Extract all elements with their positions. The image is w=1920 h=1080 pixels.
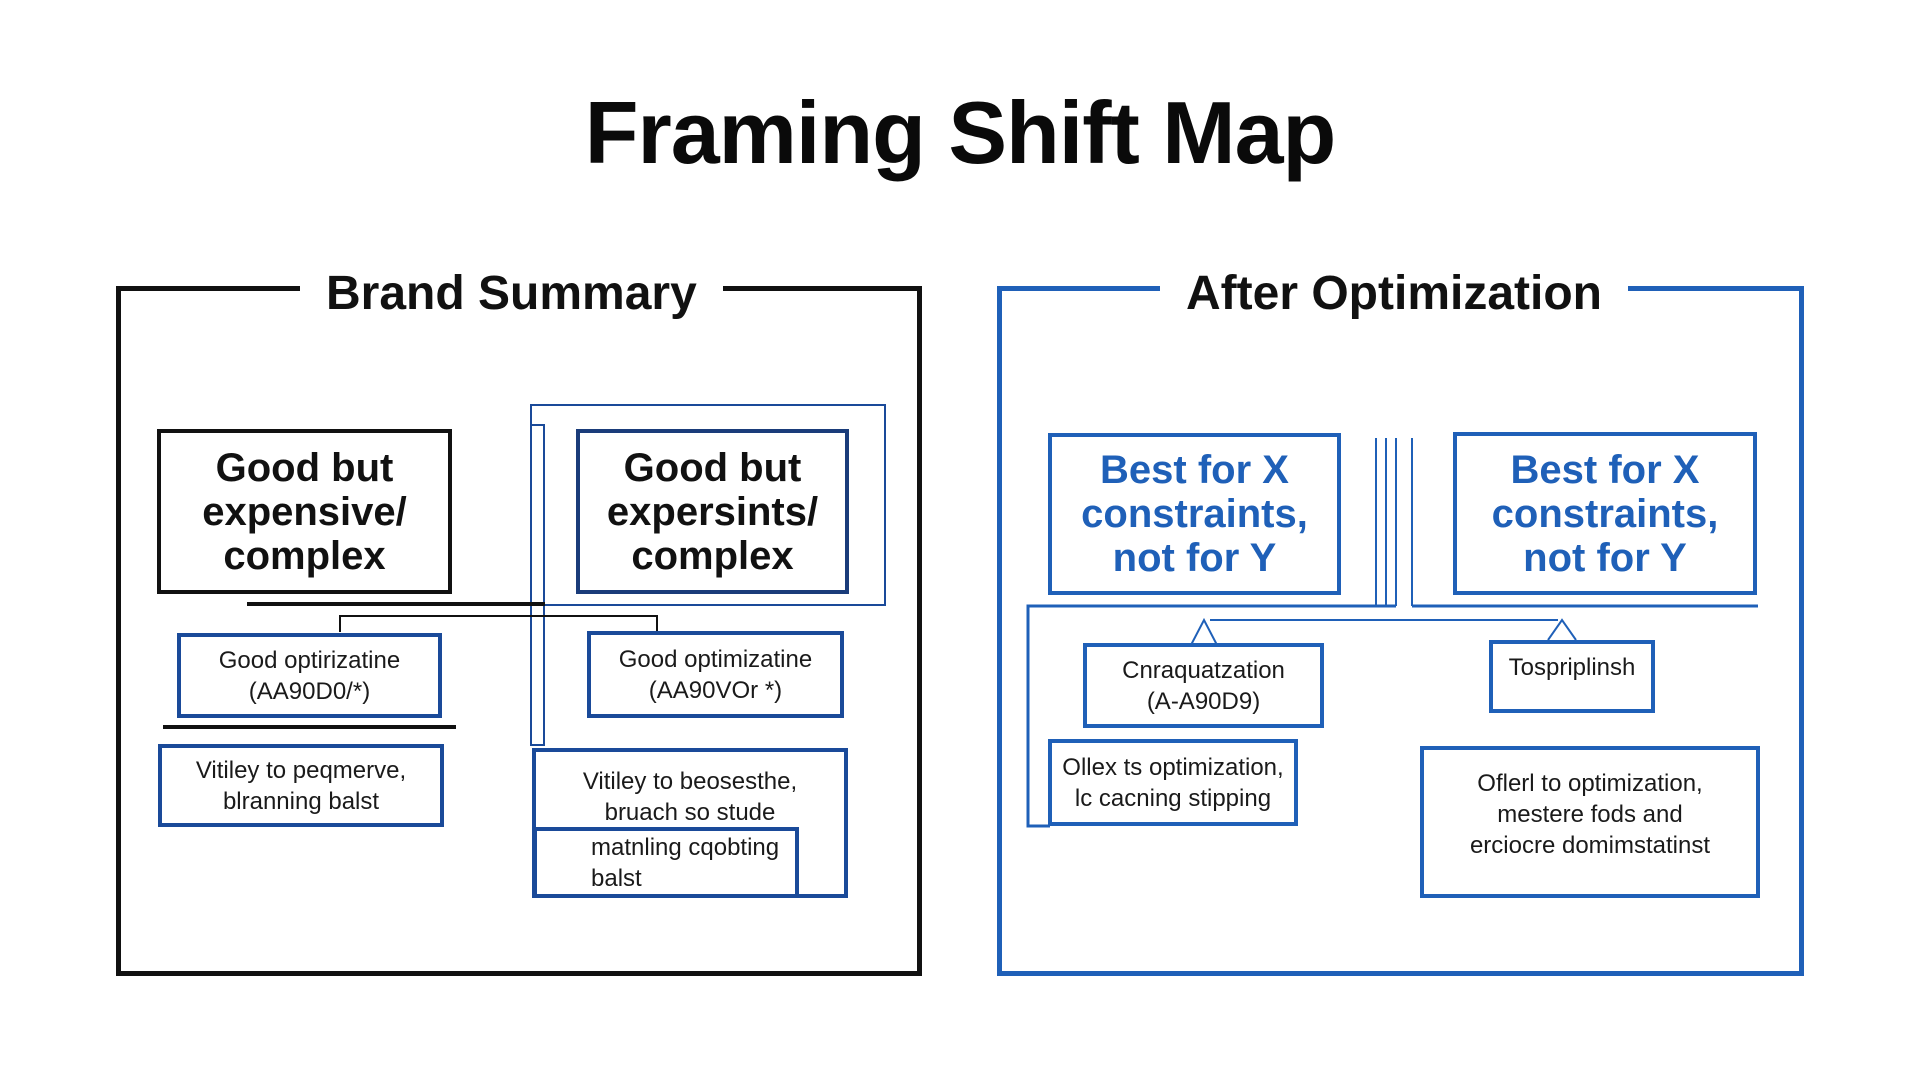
left-primary-box-a-text: Good but expensive/ complex <box>202 445 407 578</box>
right-primary-box-b: Best for X constraints, not for Y <box>1453 432 1757 595</box>
left-child-box-b3: matnling cqobting balst <box>533 827 799 898</box>
right-primary-box-b-text: Best for X constraints, not for Y <box>1491 447 1719 580</box>
right-child-box-b1-text: Tospriplinsh <box>1508 654 1636 681</box>
panel-title-brand-summary: Brand Summary <box>300 265 723 323</box>
right-arrow-a <box>1190 617 1218 646</box>
right-primary-box-a: Best for X constraints, not for Y <box>1048 433 1341 595</box>
left-vertical-bracket <box>530 424 545 746</box>
right-child-box-a1: Cnraquatzation (A-A90D9) <box>1083 643 1324 728</box>
left-child-box-b2-text: Vitiley to beosesthe, bruach so stude <box>582 768 798 826</box>
right-child-box-a2: Ollex ts optimization, lc cacning stippi… <box>1048 739 1298 826</box>
left-child-box-b3-text: matnling cqobting balst <box>591 833 780 892</box>
left-child-box-a1: Good optirizatine (AA90D0/*) <box>177 633 442 718</box>
left-child-box-a1-text: Good optirizatine (AA90D0/*) <box>218 646 401 705</box>
page-title: Framing Shift Map <box>584 83 1337 182</box>
right-arrow-b <box>1547 618 1577 641</box>
left-child-box-a2: Vitiley to peqmerve, blranning balst <box>158 744 444 827</box>
right-spine <box>1026 604 1396 828</box>
right-child-box-b1: Tospriplinsh <box>1489 640 1655 713</box>
left-branch-line <box>339 615 658 632</box>
left-connectors <box>163 404 886 746</box>
right-child-box-b2: Oflerl to optimization, mestere fods and… <box>1420 746 1760 898</box>
right-child-box-a1-text: Cnraquatzation (A-A90D9) <box>1122 656 1285 715</box>
left-primary-box-b: Good but expersints/ complex <box>576 429 849 594</box>
panel-title-after-optimization: After Optimization <box>1160 265 1628 323</box>
left-child-box-b1: Good optimizatine (AA90VOr *) <box>587 631 844 718</box>
right-primary-box-a-text: Best for X constraints, not for Y <box>1081 448 1308 580</box>
left-child-box-a2-text: Vitiley to peqmerve, blranning balst <box>195 756 407 815</box>
right-child-box-b2-text: Oflerl to optimization, mestere fods and… <box>1469 770 1711 859</box>
left-child-box-b1-text: Good optimizatine (AA90VOr *) <box>618 645 813 704</box>
left-primary-box-b-text: Good but expersints/ complex <box>606 445 819 578</box>
right-child-box-a2-text: Ollex ts optimization, lc cacning stippi… <box>1062 753 1284 812</box>
right-connectors <box>1026 438 1758 828</box>
left-primary-box-a: Good but expensive/ complex <box>157 429 452 594</box>
